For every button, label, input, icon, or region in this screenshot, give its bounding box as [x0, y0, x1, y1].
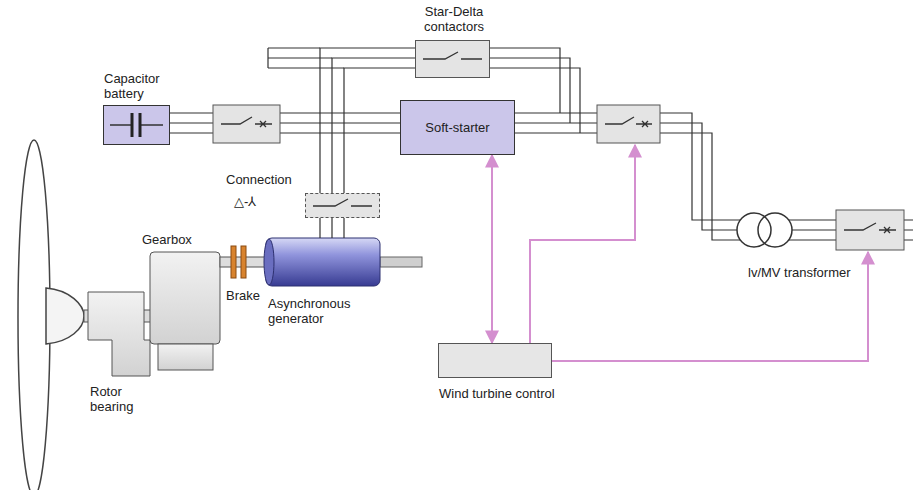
- rotor-blade: [18, 140, 50, 490]
- node-label: Rotor bearing: [90, 384, 160, 414]
- gearbox-body: [150, 252, 220, 344]
- wire: [660, 113, 740, 240]
- node-label: Star-Delta contactors: [408, 4, 500, 34]
- switch-symbol: [423, 52, 482, 59]
- node-label: △-⅄: [234, 194, 274, 209]
- control-link: [491, 155, 493, 343]
- transformer-winding: [737, 213, 771, 247]
- rotor-hub: [46, 288, 84, 344]
- brake-disc: [231, 246, 236, 278]
- node-label: Wind turbine control: [439, 386, 599, 401]
- switch-symbol: [844, 223, 896, 233]
- wire: [789, 220, 836, 240]
- node-label: Connection: [226, 172, 302, 187]
- generator-cap: [264, 239, 274, 285]
- node-label: Gearbox: [142, 232, 212, 247]
- switch-symbol: [313, 199, 372, 206]
- gearbox-part: Gearbox: [150, 252, 220, 370]
- node-label: lv/MV transformer: [748, 265, 878, 280]
- brake-part: Brake: [231, 246, 246, 278]
- switch-symbol: [605, 117, 652, 127]
- bearing-part: Rotor bearing: [88, 292, 150, 376]
- generator-shaft: [380, 257, 422, 267]
- transformer-part: lv/MV transformer: [737, 213, 792, 247]
- gearbox-base: [158, 344, 213, 370]
- wire: [904, 220, 913, 240]
- contactor-box: Star-Delta contactors: [415, 40, 490, 78]
- bearing-body: [88, 292, 150, 376]
- switch-box: [213, 105, 280, 143]
- wire: [170, 113, 213, 133]
- node-label: Brake: [226, 288, 266, 303]
- switch-box: [836, 210, 904, 250]
- generator-body: [266, 238, 380, 286]
- wire: [268, 48, 344, 68]
- transformer-winding: [758, 213, 792, 247]
- node-label: Soft-starter: [419, 120, 495, 135]
- switch-symbol: [221, 117, 272, 127]
- brake-disc: [241, 246, 246, 278]
- connection-box: Connection△-⅄: [305, 193, 380, 218]
- capacitor-lead: [110, 124, 163, 126]
- control-box: Wind turbine control: [438, 343, 552, 378]
- node-label: Asynchronous generator: [268, 296, 378, 326]
- wire: [515, 113, 597, 133]
- control-signal: [530, 145, 635, 343]
- generator-part: Asynchronous generator: [266, 238, 380, 286]
- capacitor-symbol: [132, 113, 140, 137]
- node-label: Capacitor battery: [104, 71, 184, 101]
- capacitor-box: Capacitor battery: [103, 105, 170, 145]
- wire: [280, 113, 400, 133]
- switch-box: [597, 105, 660, 143]
- process-box: Soft-starter: [400, 100, 515, 155]
- wire: [320, 218, 344, 238]
